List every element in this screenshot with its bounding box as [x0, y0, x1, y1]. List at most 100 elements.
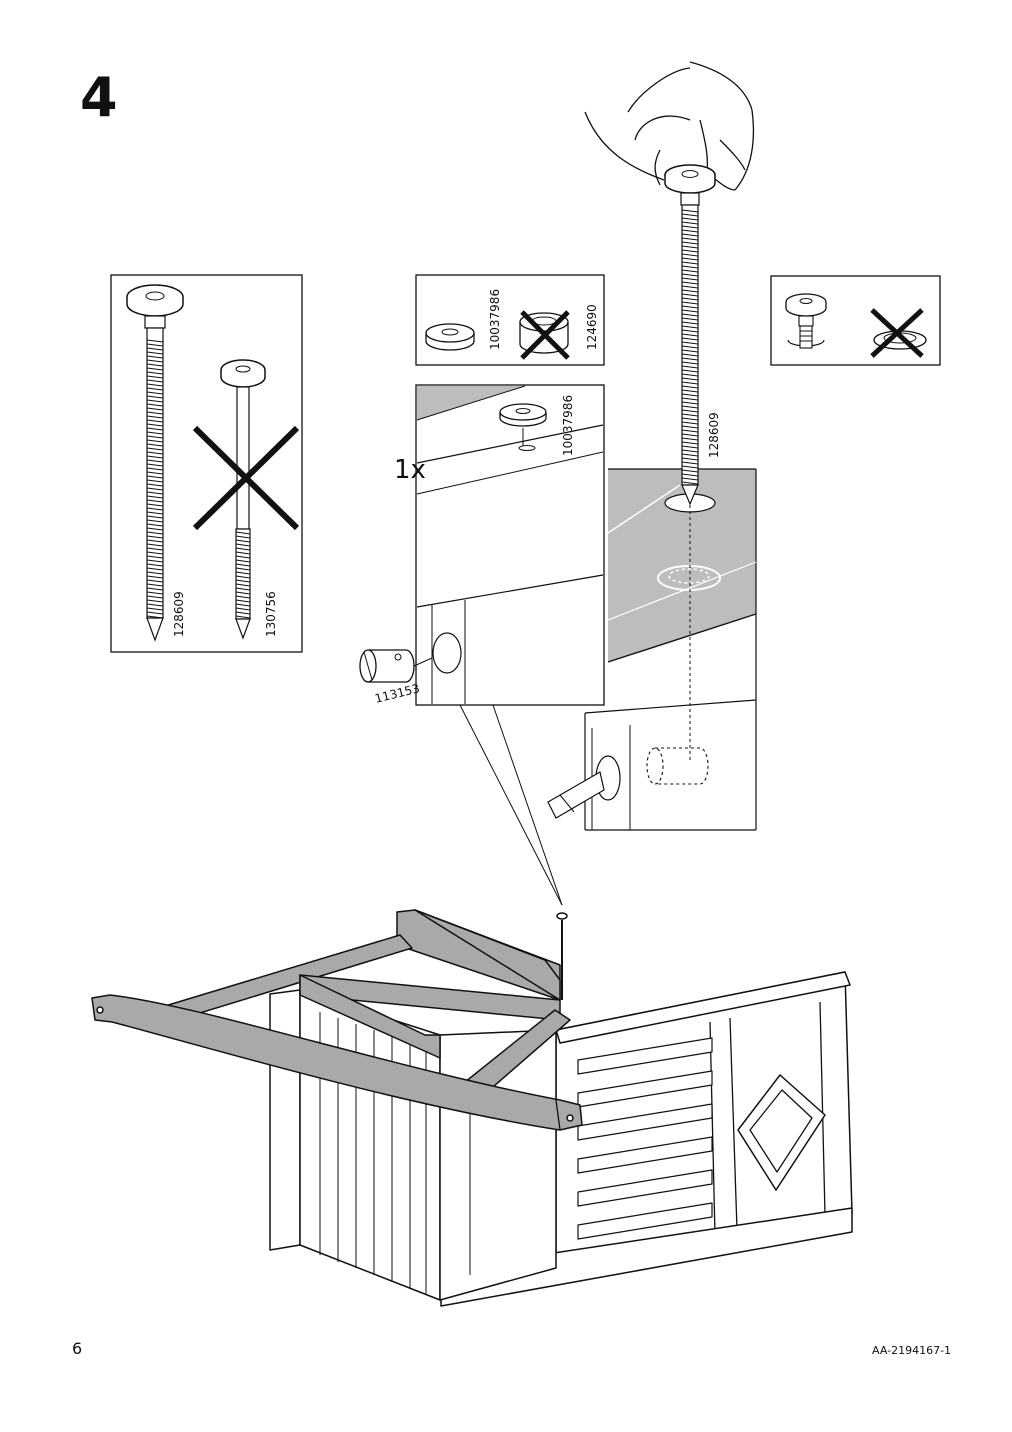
washer-comparison-panel: 10037986 124690	[415, 274, 605, 366]
bolt-thread	[146, 515, 164, 519]
bolt-thread	[681, 453, 699, 457]
bolt-thread	[146, 439, 164, 443]
bolt-thread	[146, 387, 164, 391]
bolt-thread	[681, 337, 699, 341]
bolt-thread	[681, 289, 699, 293]
bolt-thread	[681, 261, 699, 265]
bolt-thread	[681, 281, 699, 285]
bolt-thread	[235, 571, 251, 575]
bolt-thread	[681, 437, 699, 441]
part-label-128609: 128609	[172, 591, 186, 637]
bolt-thread	[146, 527, 164, 531]
bolt-thread	[146, 363, 164, 367]
bolt-thread	[681, 421, 699, 425]
bolt-thread	[146, 503, 164, 507]
bolt-thread	[146, 391, 164, 395]
bolt-thread	[235, 615, 251, 619]
bolt-thread	[146, 459, 164, 463]
bolt-thread	[146, 495, 164, 499]
part-label-10037986: 10037986	[488, 289, 502, 350]
bolt-thread	[146, 435, 164, 439]
bolt-thread	[146, 571, 164, 575]
fit-comparison-panel	[770, 275, 941, 366]
bolt-thread	[681, 213, 699, 217]
cross-icon	[870, 308, 924, 358]
bolt-thread	[681, 293, 699, 297]
bolt-thread	[681, 425, 699, 429]
bolt-thread	[681, 233, 699, 237]
bolt-thread	[146, 471, 164, 475]
bolt-icon	[126, 284, 184, 642]
bolt-thread	[681, 297, 699, 301]
bolt-thread	[681, 461, 699, 465]
bolt-thread	[681, 277, 699, 281]
bolt-thread	[235, 587, 251, 591]
bolt-thread	[235, 551, 251, 555]
bolt-thread	[681, 237, 699, 241]
bolt-thread	[146, 443, 164, 447]
quantity-label: 1x	[394, 455, 426, 485]
bolt-thread	[235, 583, 251, 587]
bolt-thread	[146, 523, 164, 527]
bolt-thread	[146, 359, 164, 363]
bolt-thread	[681, 409, 699, 413]
bolt-thread	[681, 433, 699, 437]
bolt-thread	[681, 217, 699, 221]
bolt-thread	[235, 607, 251, 611]
bolt-thread	[146, 579, 164, 583]
bolt-thread	[235, 591, 251, 595]
bolt-thread	[146, 455, 164, 459]
cross-icon	[520, 310, 570, 360]
bolt-thread	[681, 449, 699, 453]
bolt-thread	[681, 317, 699, 321]
bolt-thread	[146, 607, 164, 611]
bolt-thread	[146, 339, 164, 343]
bolt-thread	[146, 419, 164, 423]
bolt-comparison-panel: 128609 130756	[110, 274, 303, 653]
bench-slat	[577, 1169, 713, 1207]
bolt-thread	[681, 481, 699, 485]
bolt-thread	[146, 379, 164, 383]
bolt-thread	[681, 265, 699, 269]
page-number: 6	[72, 1339, 83, 1358]
bolt-thread	[681, 397, 699, 401]
washer-icon	[499, 403, 547, 451]
bolt-thread	[235, 575, 251, 579]
bolt-thread	[146, 511, 164, 515]
bolt-thread	[146, 595, 164, 599]
bolt-thread	[146, 451, 164, 455]
part-label-113153: 113153	[373, 681, 421, 706]
bolt-thread	[146, 479, 164, 483]
bolt-thread	[681, 333, 699, 337]
bolt-thread	[681, 465, 699, 469]
bolt-thread	[681, 405, 699, 409]
bolt-thread	[146, 591, 164, 595]
zoom-section	[547, 468, 757, 831]
bolt-thread	[681, 241, 699, 245]
bolt-thread	[146, 407, 164, 411]
bolt-thread	[146, 603, 164, 607]
bolt-thread	[681, 269, 699, 273]
bolt-thread	[146, 615, 164, 619]
cross-icon	[192, 425, 300, 531]
bolt-thread	[146, 539, 164, 543]
barrel-nut-icon	[359, 649, 433, 683]
bolt-thread	[146, 403, 164, 407]
bench-slat	[577, 1136, 713, 1174]
bolt-thread	[235, 611, 251, 615]
bolt-thread	[681, 445, 699, 449]
bolt-thread	[146, 355, 164, 359]
bolt-thread	[681, 329, 699, 333]
bench-slat	[577, 1070, 713, 1108]
document-code: AA-2194167-1	[872, 1344, 952, 1357]
bolt-thread	[146, 543, 164, 547]
bolt-thread	[681, 245, 699, 249]
bolt-thread	[146, 531, 164, 535]
bolt-thread	[235, 543, 251, 547]
bolt-thread	[681, 313, 699, 317]
bolt-thread	[681, 353, 699, 357]
bolt-thread	[146, 587, 164, 591]
bolt-thread	[235, 559, 251, 563]
